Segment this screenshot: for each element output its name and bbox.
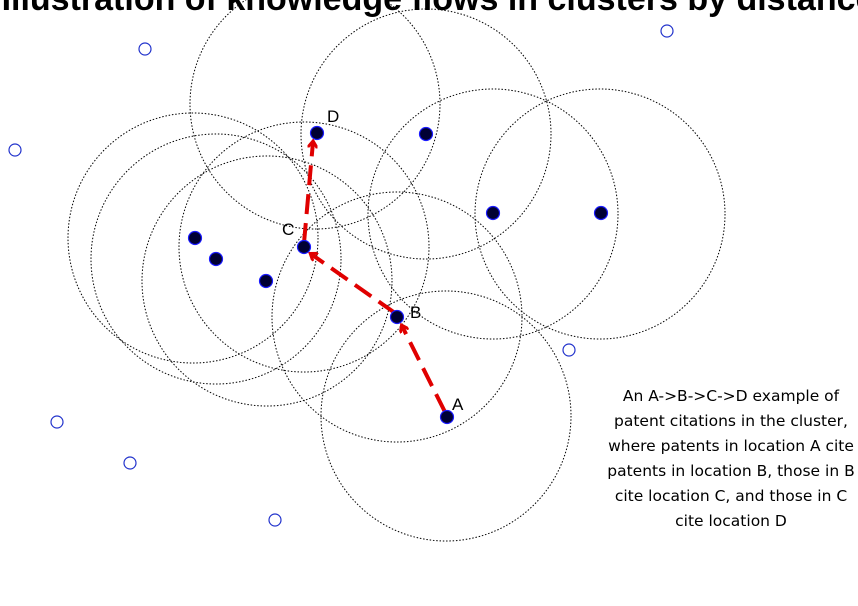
location-node-b — [389, 309, 405, 325]
location-node — [258, 273, 274, 289]
hollow-location-node — [138, 42, 152, 56]
hollow-nodes — [8, 24, 674, 527]
citation-arrows — [302, 142, 447, 413]
diagram-title: Illustration of knowledge flows in clust… — [0, 0, 858, 19]
hollow-location-node — [8, 143, 22, 157]
distance-circle — [178, 121, 430, 373]
arrow-a-to-b — [402, 326, 447, 413]
location-node — [485, 205, 501, 221]
distance-circle — [320, 290, 572, 542]
label-b: B — [410, 303, 421, 322]
distance-circle — [367, 88, 619, 340]
location-node-d — [309, 125, 325, 141]
caption-text: An A->B->C->D example of patent citation… — [607, 387, 855, 530]
location-node — [208, 251, 224, 267]
label-a: A — [452, 395, 464, 414]
hollow-location-node — [123, 456, 137, 470]
label-d: D — [327, 107, 339, 126]
filled-nodes — [187, 125, 609, 425]
hollow-location-node — [268, 513, 282, 527]
location-node — [418, 126, 434, 142]
distance-circle — [474, 88, 726, 340]
location-node-c — [296, 239, 312, 255]
distance-circle — [189, 0, 441, 230]
label-c: C — [282, 220, 294, 239]
distance-circle — [67, 112, 319, 364]
arrow-b-to-c — [311, 254, 397, 315]
distance-circle — [90, 133, 342, 385]
distance-circle — [300, 8, 552, 260]
location-node-a — [439, 409, 455, 425]
distance-circle — [141, 155, 393, 407]
hollow-location-node — [660, 24, 674, 38]
location-node — [593, 205, 609, 221]
hollow-location-node — [562, 343, 576, 357]
distance-circles — [67, 0, 726, 542]
location-node — [187, 230, 203, 246]
arrow-c-to-d — [302, 142, 313, 244]
hollow-location-node — [50, 415, 64, 429]
